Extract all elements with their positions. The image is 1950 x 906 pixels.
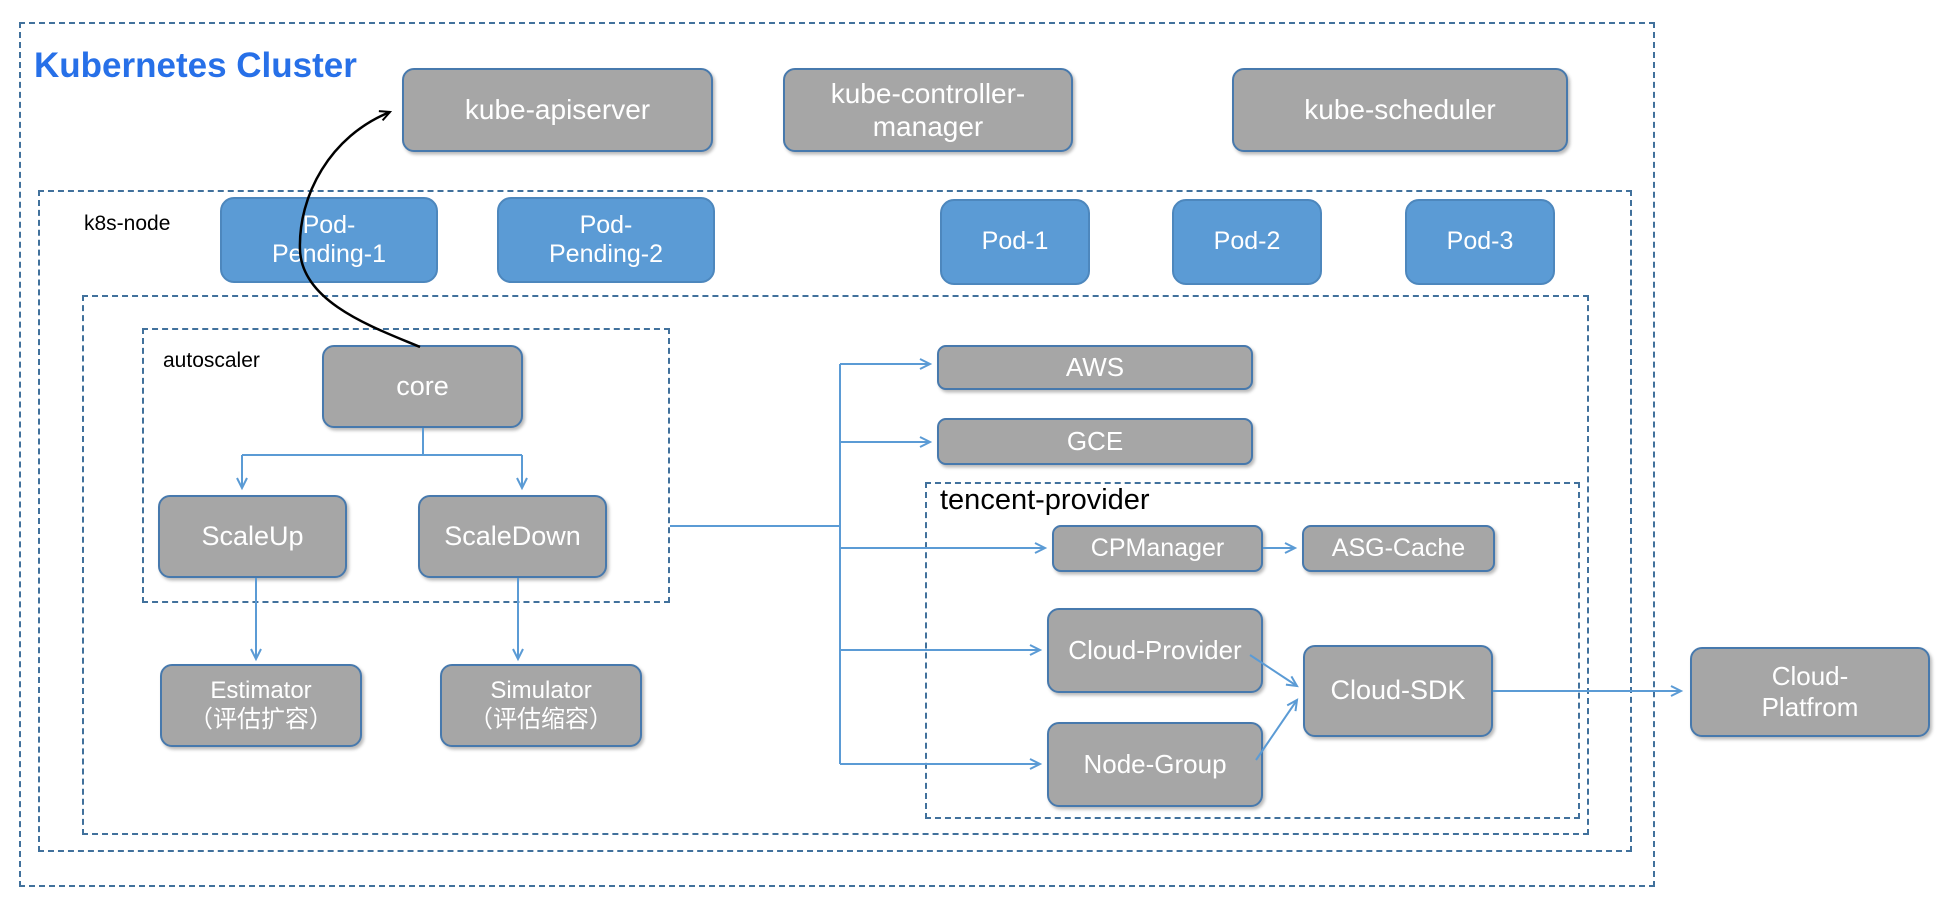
node-pod-1: Pod-1 xyxy=(940,199,1090,285)
group-kubernetes-cluster xyxy=(19,22,1655,887)
node-pod-2: Pod-2 xyxy=(1172,199,1322,285)
node-simulator: Simulator （评估缩容） xyxy=(440,664,642,747)
node-core: core xyxy=(322,345,523,428)
node-kube-controller-manager: kube-controller- manager xyxy=(783,68,1073,152)
tencent-provider-label: tencent-provider xyxy=(940,484,1150,516)
node-cloud-sdk: Cloud-SDK xyxy=(1303,645,1493,737)
node-pod-pending-2: Pod- Pending-2 xyxy=(497,197,715,283)
node-cloud-provider: Cloud-Provider xyxy=(1047,608,1263,693)
node-gce: GCE xyxy=(937,418,1253,465)
node-asg-cache: ASG-Cache xyxy=(1302,525,1495,572)
node-aws: AWS xyxy=(937,345,1253,390)
node-scale-down: ScaleDown xyxy=(418,495,607,578)
node-kube-scheduler: kube-scheduler xyxy=(1232,68,1568,152)
node-pod-pending-1: Pod- Pending-1 xyxy=(220,197,438,283)
node-cp-manager: CPManager xyxy=(1052,525,1263,572)
node-scale-up: ScaleUp xyxy=(158,495,347,578)
autoscaler-label: autoscaler xyxy=(163,349,260,372)
group-autoscaler-outer xyxy=(82,295,1589,835)
cluster-title-label: Kubernetes Cluster xyxy=(34,46,357,85)
node-pod-3: Pod-3 xyxy=(1405,199,1555,285)
node-node-group: Node-Group xyxy=(1047,722,1263,807)
group-k8s-node xyxy=(38,190,1632,852)
node-cloud-platform: Cloud- Platfrom xyxy=(1690,647,1930,737)
node-estimator: Estimator （评估扩容） xyxy=(160,664,362,747)
node-kube-apiserver: kube-apiserver xyxy=(402,68,713,152)
k8s-node-label: k8s-node xyxy=(84,212,171,235)
